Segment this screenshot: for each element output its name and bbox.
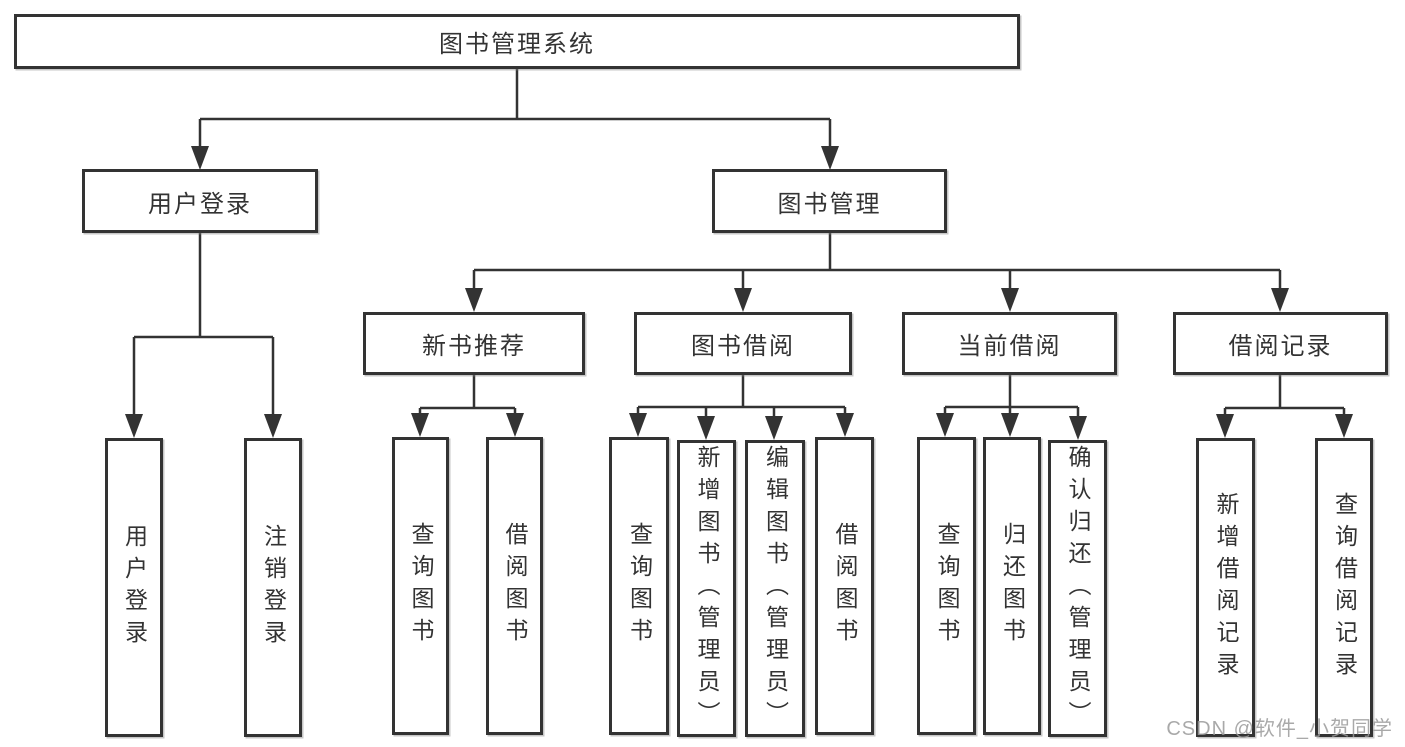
leaf-records-add-record-label: 新增借阅记录: [1213, 491, 1239, 684]
leaf-borrow-edit-books-admin: 编辑图书（管理员）: [745, 440, 805, 737]
leaf-current-return-books: 归还图书: [983, 437, 1041, 735]
node-book-borrowing-label: 图书借阅: [691, 333, 795, 360]
leaf-borrow-add-books-admin: 新增图书（管理员）: [677, 440, 736, 737]
leaf-logout: 注销登录: [244, 438, 302, 737]
node-borrowing-records: 借阅记录: [1173, 312, 1388, 375]
node-book-management-label: 图书管理: [777, 190, 882, 218]
leaf-newrec-query-books-label: 查询图书: [408, 522, 434, 650]
leaf-newrec-borrow-books-label: 借阅图书: [502, 522, 528, 650]
leaf-current-confirm-return-admin: 确认归还（管理员）: [1048, 440, 1107, 737]
leaf-borrow-borrow-books: 借阅图书: [815, 437, 874, 735]
node-book-management: 图书管理: [712, 169, 947, 233]
arrowheads: [125, 146, 1353, 440]
leaf-borrow-borrow-books-label: 借阅图书: [832, 522, 858, 650]
leaf-records-query-record-label: 查询借阅记录: [1331, 491, 1358, 684]
leaf-logout-label: 注销登录: [260, 523, 287, 652]
leaf-borrow-add-books-admin-label: 新增图书（管理员）: [694, 444, 720, 733]
leaf-newrec-borrow-books: 借阅图书: [486, 437, 543, 735]
node-current-borrowing-label: 当前借阅: [957, 333, 1062, 360]
node-library-system: 图书管理系统: [14, 14, 1020, 69]
leaf-current-confirm-return-admin-label: 确认归还（管理员）: [1065, 444, 1091, 733]
leaf-current-query-books: 查询图书: [917, 437, 976, 735]
leaf-borrow-query-books-label: 查询图书: [626, 522, 653, 650]
leaf-user-login-label: 用户登录: [121, 523, 148, 652]
node-user-login-label: 用户登录: [148, 190, 252, 218]
node-book-borrowing: 图书借阅: [634, 312, 852, 375]
node-new-book-recommend-label: 新书推荐: [422, 333, 526, 360]
leaf-records-query-record: 查询借阅记录: [1315, 438, 1373, 737]
leaf-borrow-edit-books-admin-label: 编辑图书（管理员）: [762, 444, 789, 733]
leaf-newrec-query-books: 查询图书: [392, 437, 449, 735]
node-borrowing-records-label: 借阅记录: [1228, 333, 1333, 360]
node-current-borrowing: 当前借阅: [902, 312, 1117, 375]
leaf-current-query-books-label: 查询图书: [934, 522, 960, 650]
node-library-system-label: 图书管理系统: [439, 31, 595, 58]
leaf-user-login: 用户登录: [105, 438, 163, 737]
leaf-borrow-query-books: 查询图书: [609, 437, 669, 735]
leaf-records-add-record: 新增借阅记录: [1196, 438, 1255, 737]
csdn-watermark: CSDN @软件_小贺同学: [1166, 718, 1393, 740]
leaf-current-return-books-label: 归还图书: [999, 522, 1026, 650]
node-new-book-recommend: 新书推荐: [363, 312, 585, 375]
node-user-login: 用户登录: [82, 169, 318, 233]
